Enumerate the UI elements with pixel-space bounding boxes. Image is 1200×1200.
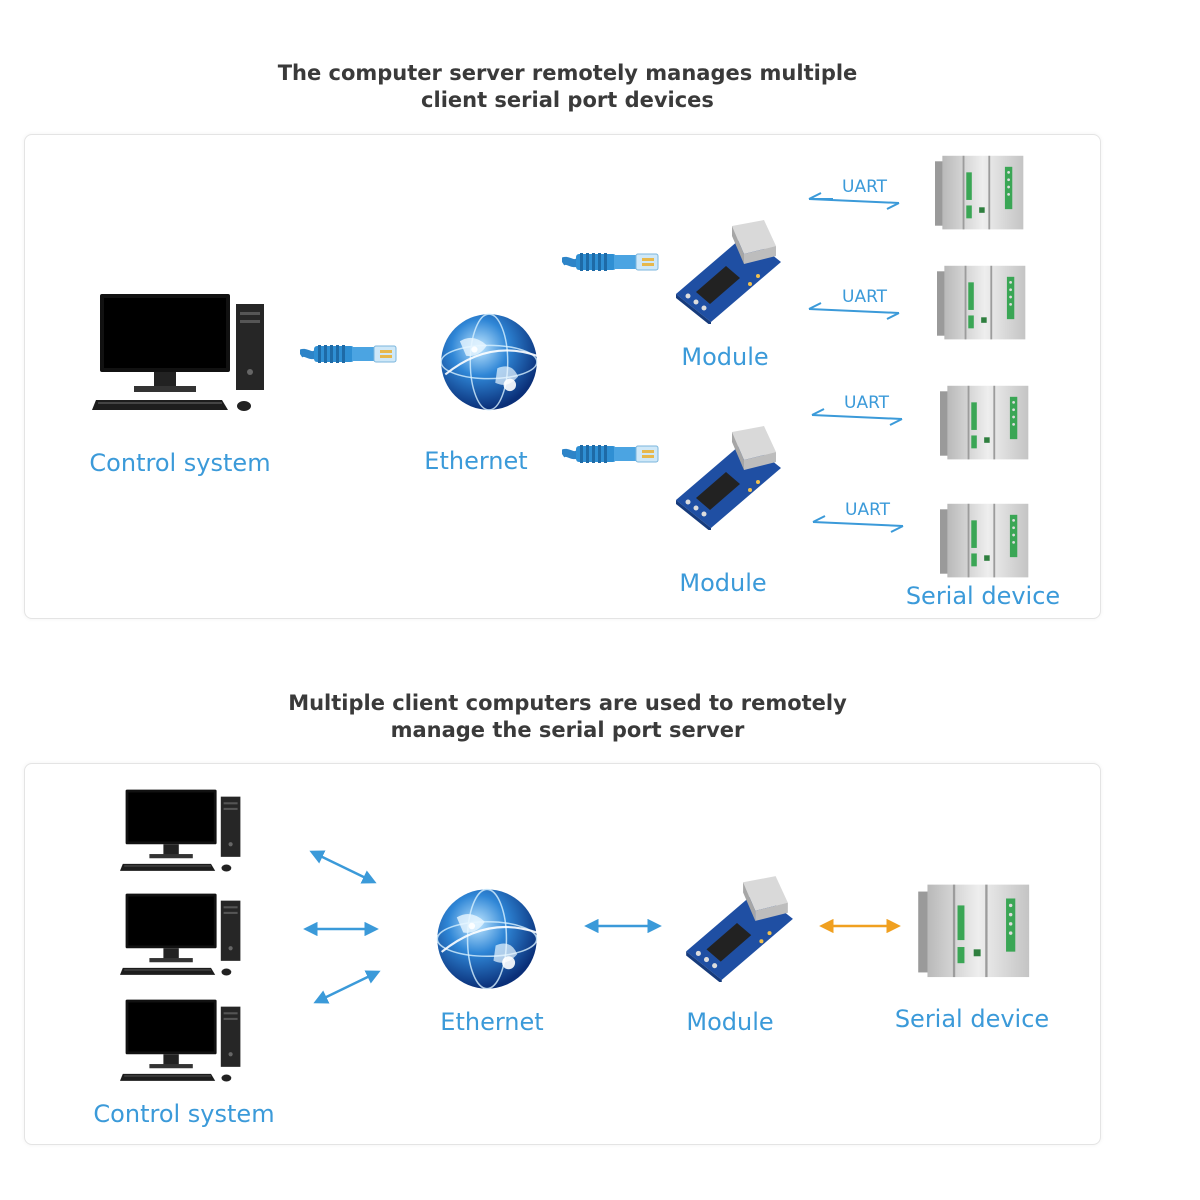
diagram1-title-line1: The computer server remotely manages mul…	[277, 61, 858, 85]
module-board-icon	[666, 214, 786, 324]
bidirectional-arrow-icon	[819, 918, 901, 934]
globe-icon	[437, 310, 541, 414]
uart-label: UART	[845, 500, 891, 520]
bidirectional-arrow-icon	[808, 302, 900, 320]
diagram1-panel	[24, 134, 1101, 619]
serial-device-icon	[940, 382, 1032, 465]
computer-icon	[120, 892, 246, 980]
diagram2-title: Multiple client computers are used to re…	[200, 690, 935, 744]
uart-label: UART	[844, 393, 890, 413]
control-system-label: Control system	[93, 1100, 275, 1128]
computer-icon	[120, 998, 246, 1086]
ethernet-cable-icon	[300, 334, 400, 374]
serial-device-icon	[918, 880, 1034, 984]
bidirectional-arrow-icon	[808, 192, 900, 210]
bidirectional-arrow-icon	[812, 515, 904, 533]
bidirectional-arrow-icon	[584, 918, 662, 934]
control-system-label: Control system	[89, 449, 271, 477]
uart-label: UART	[842, 177, 888, 197]
computer-icon	[92, 292, 272, 417]
module-top-label: Module	[681, 343, 769, 371]
serial-device-icon	[935, 152, 1027, 235]
ethernet-label: Ethernet	[440, 1008, 544, 1036]
module-label: Module	[686, 1008, 774, 1036]
serial-device-icon	[940, 500, 1032, 583]
bidirectional-arrow-icon	[811, 408, 903, 426]
diagram1-title: The computer server remotely manages mul…	[200, 60, 935, 114]
ethernet-cable-icon	[562, 434, 662, 474]
module-board-icon	[666, 420, 786, 530]
bidirectional-arrows-icon	[303, 850, 381, 1004]
diagram1-title-line2: client serial port devices	[421, 88, 714, 112]
serial-device-label: Serial device	[894, 1005, 1050, 1033]
globe-icon	[433, 885, 541, 993]
diagram2-title-line2: manage the serial port server	[390, 718, 745, 742]
serial-device-label: Serial device	[905, 582, 1061, 610]
module-board-icon	[676, 870, 798, 982]
module-bottom-label: Module	[679, 569, 767, 597]
ethernet-cable-icon	[562, 242, 662, 282]
computer-icon	[120, 788, 246, 876]
diagram2-title-line1: Multiple client computers are used to re…	[288, 691, 847, 715]
ethernet-label: Ethernet	[424, 447, 528, 475]
serial-device-icon	[937, 262, 1029, 345]
uart-label: UART	[842, 287, 888, 307]
